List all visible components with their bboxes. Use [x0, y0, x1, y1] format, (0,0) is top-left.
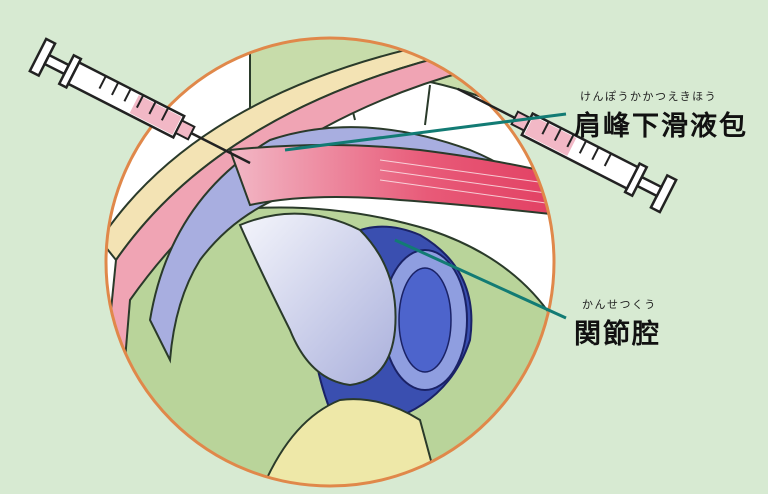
- bursa-leader-line: [284, 112, 567, 152]
- syringe-icon: [28, 37, 251, 165]
- rotator-cuff-muscle: [228, 144, 554, 217]
- joint-leader-line: [394, 238, 567, 320]
- joint-cavity-label: かんせつくう 関節腔: [574, 296, 661, 351]
- view-border: [104, 36, 556, 488]
- bursa-ruby: けんぽうかかつえきほう: [580, 90, 718, 103]
- syringe-icon: [457, 87, 678, 214]
- joint-text: 関節腔: [574, 319, 661, 350]
- joint-ruby: かんせつくう: [582, 298, 657, 311]
- bursa-label: けんぽうかかつえきほう 肩峰下滑液包: [574, 88, 748, 143]
- magnified-view: [104, 36, 556, 488]
- humerus-shaft: [258, 398, 442, 486]
- humeral-head: [238, 212, 397, 387]
- bursa-text: 肩峰下滑液包: [574, 111, 748, 142]
